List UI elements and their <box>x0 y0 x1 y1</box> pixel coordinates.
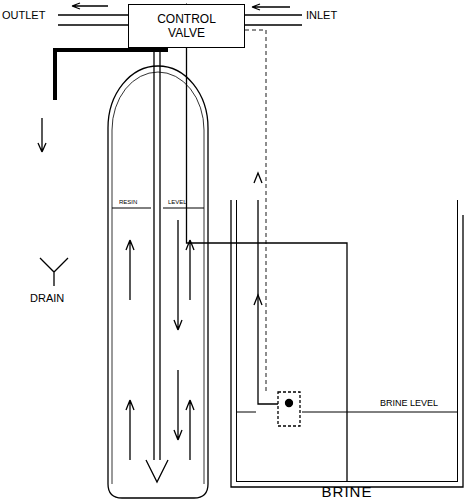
flow-arrow <box>186 240 194 300</box>
float-ball <box>286 400 293 407</box>
pipe-label: INLET <box>306 9 337 21</box>
inlet-pipe <box>245 15 302 25</box>
resin-level-line <box>112 208 204 209</box>
flow-arrow <box>174 370 182 440</box>
resin-tank <box>108 66 208 498</box>
node-text: BRINE <box>237 484 457 501</box>
drain-symbol <box>40 258 68 286</box>
flow-arrow <box>252 4 290 10</box>
flow-arrow <box>254 295 262 305</box>
flow-arrow <box>38 118 46 152</box>
flow-arrow <box>126 240 134 300</box>
brine-line <box>187 4 348 482</box>
brine-tank: BRINE <box>236 200 458 482</box>
flow-arrow <box>174 220 182 330</box>
valve-port <box>147 48 168 52</box>
flow-arrow <box>126 400 134 460</box>
flow-arrow <box>186 400 194 460</box>
drain-label: DRAIN <box>30 292 64 304</box>
riser-tube <box>154 50 160 460</box>
pipe-label: OUTLET <box>2 9 45 21</box>
distributor <box>146 460 168 482</box>
float-valve <box>278 392 300 426</box>
brine-line <box>245 30 266 392</box>
drain-line <box>55 50 150 100</box>
level-label: RESIN <box>119 199 137 206</box>
outlet-pipe <box>58 15 128 25</box>
control-valve-box: CONTROL VALVE <box>128 4 245 48</box>
flow-arrow <box>72 3 108 9</box>
level-label: BRINE LEVEL <box>380 399 438 409</box>
tank-liner <box>112 72 204 484</box>
flow-arrow <box>254 173 262 183</box>
node-text: CONTROL VALVE <box>148 12 226 41</box>
level-label: LEVEL <box>168 199 187 206</box>
